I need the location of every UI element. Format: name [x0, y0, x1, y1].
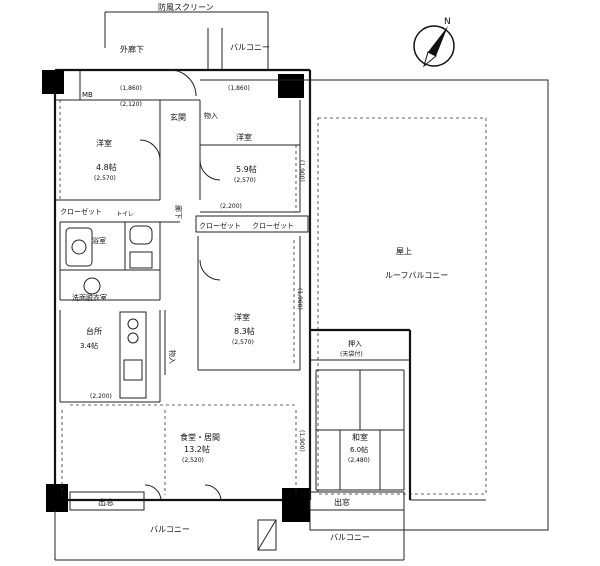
balcony-bottom-left-label: バルコニー — [150, 525, 190, 534]
north-arrow-icon: N — [413, 17, 455, 68]
room3-label: 洋室 — [234, 312, 250, 322]
mb-label: MB — [82, 91, 93, 99]
closet-mid-label: クローゼット — [199, 221, 241, 230]
washroom-label: 洗面脱衣室 — [72, 293, 107, 302]
top-area: 防風スクリーン 外廊下 バルコニー — [104, 2, 270, 70]
interior-walls — [55, 70, 410, 491]
oshiire-sub: (天袋付) — [340, 350, 363, 358]
dimension-guides — [59, 100, 297, 495]
north-label: N — [444, 17, 451, 27]
roof-balcony: 屋上 ルーフバルコニー — [309, 79, 549, 531]
washitsu-label: 和室 — [352, 432, 368, 442]
ldk-label: 食堂・居間 — [180, 432, 220, 442]
dim-1900c: (1,900) — [298, 430, 305, 452]
washitsu-size: 6.0帖 — [350, 445, 368, 454]
washing-machine — [83, 277, 101, 295]
dim-2120: (2,120) — [120, 101, 142, 108]
roof-balcony-label: ルーフバルコニー — [385, 271, 448, 280]
room3-ceiling: (2,570) — [232, 339, 254, 346]
storage-top-label: 物入 — [204, 111, 218, 120]
bathtub — [65, 227, 93, 267]
dim-2200b: (2,200) — [90, 393, 112, 400]
closet-left-label: クローゼット — [60, 207, 102, 216]
column-top-left — [42, 70, 64, 94]
washitsu-ceiling: (2,480) — [348, 457, 370, 464]
room2-ceiling: (2,570) — [234, 177, 256, 184]
ldk-size: 13.2帖 — [184, 444, 210, 454]
column-top-right — [278, 74, 304, 98]
balcony-top-label: バルコニー — [230, 43, 270, 52]
room2-size: 5.9帖 — [236, 164, 257, 174]
balcony-bottom-right-label: バルコニー — [330, 533, 370, 542]
bottom-balcony: 出窓 出窓 バルコニー バルコニー — [54, 491, 405, 561]
entrance-label: 玄関 — [170, 112, 186, 122]
room1-ceiling: (2,570) — [94, 175, 116, 182]
closet-right-label: クローゼット — [252, 221, 294, 230]
kitchen-size: 3.4帖 — [80, 341, 98, 350]
room2-label: 洋室 — [236, 132, 252, 142]
room1-label: 洋室 — [96, 138, 112, 148]
room3-size: 8.3帖 — [234, 326, 255, 336]
toilet-label: トイレ — [116, 211, 134, 218]
demado-right-label: 出窓 — [334, 497, 350, 507]
outside-corridor-label: 外廊下 — [120, 44, 144, 54]
kitchen-counter — [119, 311, 147, 399]
column-bottom-left — [46, 484, 68, 512]
room1-size: 4.8帖 — [96, 162, 117, 172]
kitchen-label: 台所 — [86, 326, 102, 336]
toilet-fixture — [129, 225, 153, 245]
dim-1860a: (1,860) — [120, 85, 142, 92]
ldk-ceiling: (2,520) — [182, 457, 204, 464]
column-bottom-right — [282, 488, 310, 522]
fixtures — [65, 225, 153, 399]
oshiire-label: 押入 — [348, 339, 362, 348]
room-labels: MB (1,860) (2,120) (1,860) 玄関 物入 洋室 4.8帖… — [60, 85, 370, 464]
corridor-label: 廊下 — [174, 205, 183, 219]
storage-mid-label: 物入 — [168, 350, 177, 364]
door-swings — [139, 69, 222, 501]
demado-left-label: 出窓 — [98, 497, 114, 507]
screen-label: 防風スクリーン — [158, 2, 214, 12]
bath-label: 浴室 — [92, 236, 106, 245]
dim-1900b: (1,900) — [296, 288, 303, 310]
roof-label: 屋上 — [396, 247, 412, 256]
washbasin — [129, 251, 153, 269]
dim-1860b: (1,860) — [228, 85, 250, 92]
dim-2200a: (2,200) — [220, 203, 242, 210]
dim-1900a: (1,900) — [298, 160, 305, 182]
